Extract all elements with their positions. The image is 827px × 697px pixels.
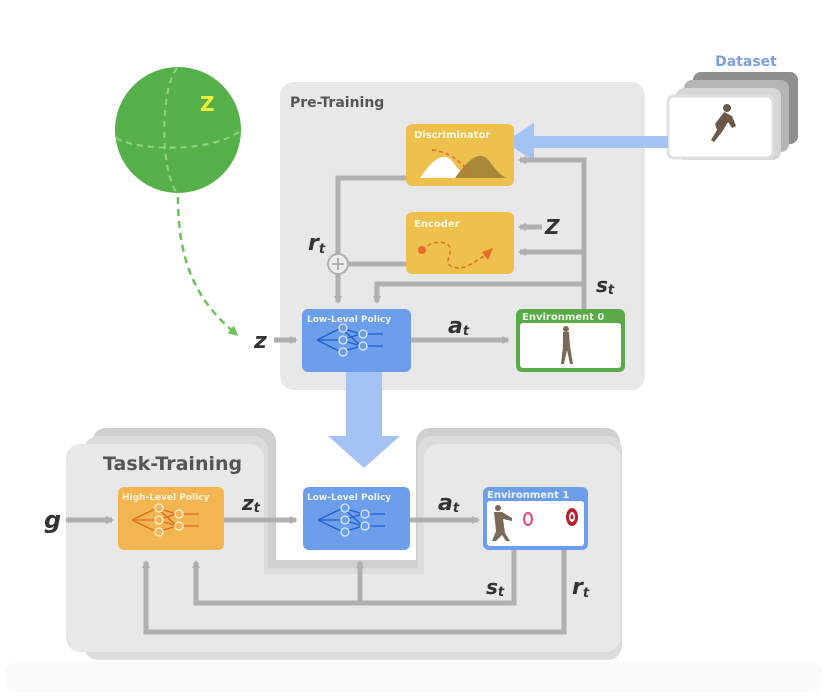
sample-z-arrow bbox=[176, 196, 239, 336]
latent-label-task: zt bbox=[241, 491, 261, 516]
running-character-icon bbox=[711, 104, 736, 142]
pretraining-title: Pre-Training bbox=[290, 95, 384, 111]
action-label-pre: at bbox=[448, 314, 470, 339]
archer-character-icon bbox=[492, 505, 512, 541]
dataset-label: Dataset bbox=[715, 54, 777, 70]
latent-input-z: z bbox=[253, 329, 267, 354]
plus-icon bbox=[332, 258, 344, 270]
discriminator-block bbox=[406, 124, 514, 186]
walking-character-icon bbox=[561, 326, 573, 364]
state-label-task: st bbox=[486, 575, 505, 600]
transfer-arrow bbox=[328, 372, 400, 468]
low-level-policy-pre-block bbox=[302, 309, 411, 372]
dataset-to-discriminator-arrow bbox=[505, 122, 668, 162]
pretraining-connectors bbox=[274, 156, 587, 344]
projectile-icon bbox=[523, 512, 533, 526]
environment-1-label: Environment 1 bbox=[487, 490, 569, 501]
bottom-strip bbox=[5, 662, 822, 692]
encoder-block bbox=[406, 212, 514, 274]
goal-label: g bbox=[44, 506, 61, 534]
environment-0-block bbox=[516, 309, 625, 372]
low-level-policy-task-block bbox=[303, 487, 410, 550]
latent-sphere bbox=[115, 67, 242, 194]
low-level-policy-pre-label: Low-Leval Policy bbox=[307, 315, 391, 325]
action-label-task: at bbox=[438, 491, 460, 516]
reward-label-task: rt bbox=[572, 575, 590, 601]
dataset-stack bbox=[666, 72, 798, 160]
high-level-policy-label: High-Level Policy bbox=[122, 493, 210, 503]
discriminator-label: Discriminator bbox=[414, 130, 490, 141]
state-label-pre: st bbox=[596, 273, 615, 298]
high-level-policy-block bbox=[118, 487, 224, 550]
tasktraining-connectors bbox=[66, 516, 567, 635]
tasktraining-title: Task-Training bbox=[103, 453, 242, 475]
low-level-policy-task-label: Low-Level Policy bbox=[307, 493, 391, 503]
latent-input-encoder: Z bbox=[544, 215, 560, 239]
sphere-label: Z bbox=[200, 92, 215, 116]
environment-1-block bbox=[483, 487, 588, 550]
reward-label-pre: rt bbox=[308, 231, 326, 257]
environment-0-label: Environment 0 bbox=[522, 312, 604, 323]
encoder-label: Encoder bbox=[414, 219, 460, 230]
